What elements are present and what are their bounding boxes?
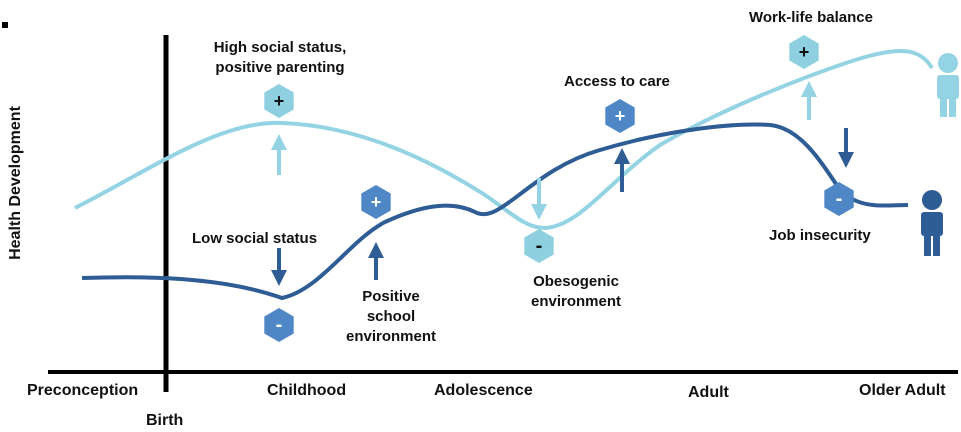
arrow-down-job-insecurity [838, 128, 854, 168]
minus-badge-low-status: - [264, 308, 294, 342]
arrow-up-access-care [614, 148, 630, 192]
minus-sign: - [276, 314, 283, 336]
stage-adult: Adult [688, 384, 729, 401]
stage-adolescence: Adolescence [434, 382, 533, 399]
disadvantaged-trajectory-curve [81, 122, 909, 301]
stage-older-adult: Older Adult [859, 382, 946, 399]
plus-badge-access-care: + [605, 99, 635, 133]
label-obesogenic: Obesogenic environment [530, 273, 621, 310]
advantaged-trajectory-curve [74, 49, 934, 231]
minus-sign: - [536, 235, 543, 257]
label-low-social-status: Low social status [192, 230, 318, 247]
minus-badge-obesogenic: - [524, 229, 554, 263]
minus-sign: - [836, 188, 843, 210]
plus-sign: + [799, 42, 810, 62]
arrow-down-obesogenic [531, 178, 547, 220]
arrow-up-work-life [801, 81, 817, 120]
label-positive-school: Positive school environment [345, 288, 436, 345]
label-work-life-balance: Work-life balance [749, 9, 873, 26]
plus-badge-positive-school: + [361, 185, 391, 219]
arrow-down-low-status [271, 248, 287, 286]
y-axis-label: Health Development [7, 106, 24, 260]
stray-dot [2, 22, 8, 28]
stage-birth: Birth [146, 412, 184, 429]
person-icon-dark [921, 190, 943, 256]
stage-preconception: Preconception [27, 382, 139, 399]
plus-sign: + [371, 192, 382, 212]
plus-sign: + [615, 106, 626, 126]
label-job-insecurity: Job insecurity [769, 227, 871, 244]
person-icon-light [937, 53, 959, 117]
stage-childhood: Childhood [267, 382, 347, 399]
label-high-social-status: High social status, positive parenting [213, 39, 347, 76]
arrow-up-positive-school [368, 242, 384, 280]
label-access-to-care: Access to care [564, 73, 670, 90]
minus-badge-job-insecurity: - [824, 182, 854, 216]
plus-badge-work-life: + [789, 35, 819, 69]
arrow-up-high-status [271, 134, 287, 175]
plus-sign: + [274, 91, 285, 111]
plus-badge-high-status: + [264, 84, 294, 118]
